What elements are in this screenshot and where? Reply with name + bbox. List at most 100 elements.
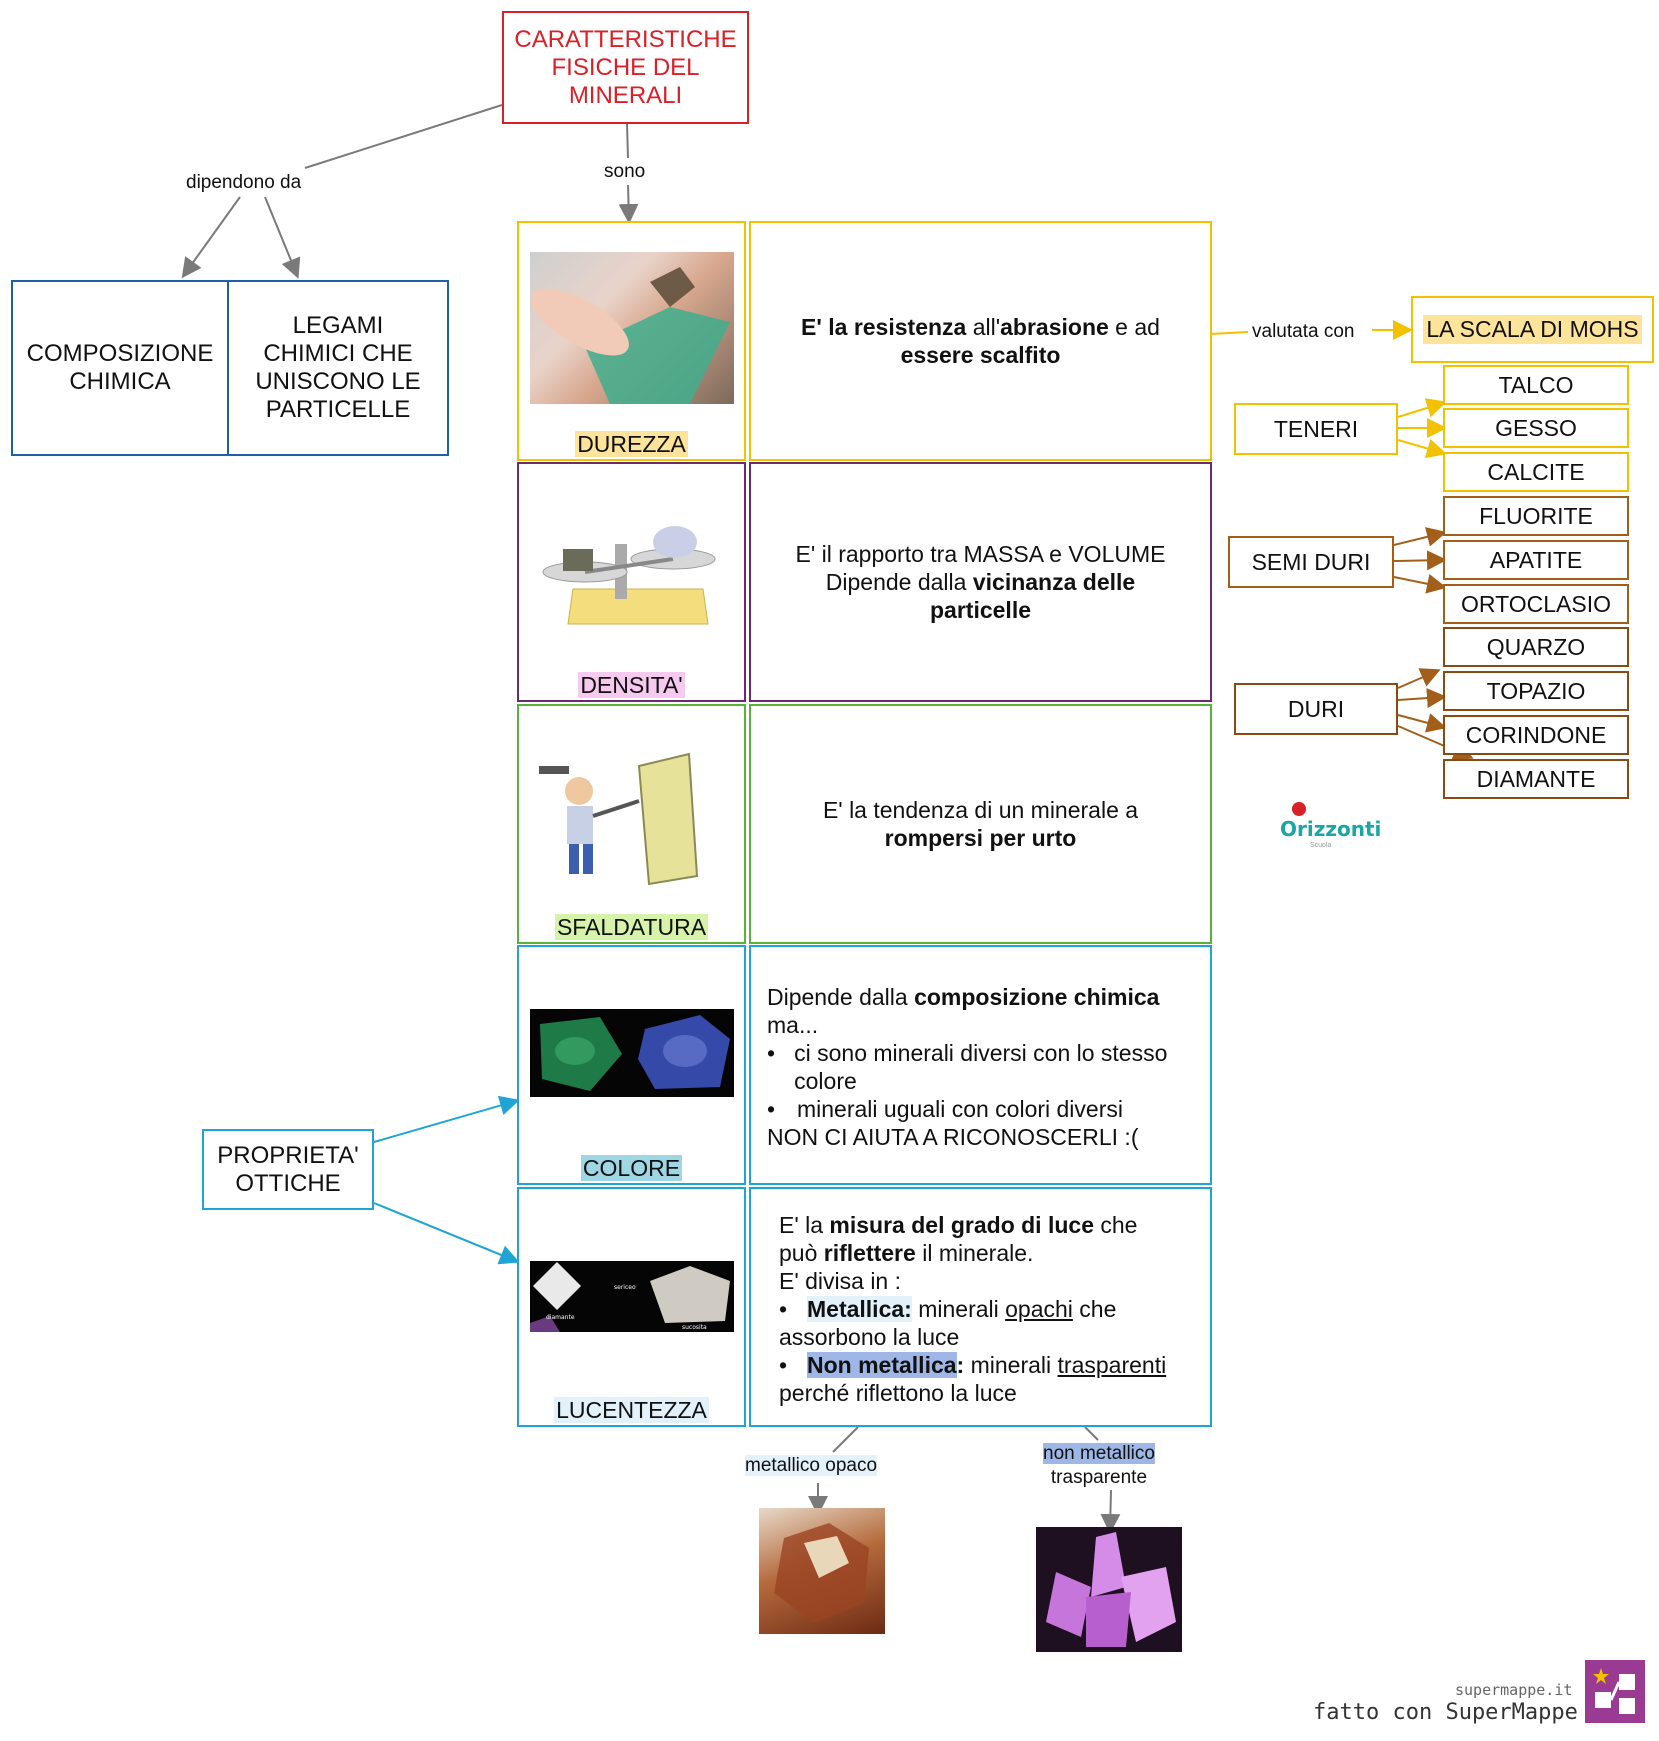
diamante-text: diamante	[546, 1314, 575, 1321]
logo-text: Orizzonti	[1280, 817, 1382, 841]
main-title-box: CARATTERISTICHE FISICHE DEL MINERALI	[502, 11, 749, 124]
luc-p1-end: che	[1094, 1212, 1138, 1238]
property-durezza-image-box: DUREZZA	[517, 221, 746, 461]
example-nonmetallic-text-b: trasparente	[1050, 1467, 1148, 1488]
colore-last-line: NON CI AIUTA A RICONOSCERLI :(	[767, 1124, 1139, 1150]
property-sfaldatura-image-box: SFALDATURA	[517, 704, 746, 944]
luc-b2-underlined: trasparenti	[1057, 1352, 1167, 1378]
title-to-props-link	[618, 123, 639, 224]
durezza-photo	[530, 252, 734, 404]
bullet-icon: •	[779, 1352, 788, 1378]
colore-line2: ma...	[767, 1012, 819, 1038]
supermappe-logo-icon	[1585, 1660, 1645, 1723]
luc-b1-mid: minerali	[911, 1296, 1006, 1322]
example-nonmetallic-text-a: non metallico	[1043, 1443, 1155, 1464]
property-lucentezza-image-box: diamante sericeo sucosita LUCENTEZZA	[517, 1187, 746, 1427]
title-to-left-link	[181, 104, 503, 279]
colore-desc-box: Dipende dalla composizione chimica ma...…	[749, 945, 1212, 1185]
lucentezza-bullet1: •Metallica: minerali opachi che assorbon…	[779, 1295, 1188, 1351]
mohs-item-label: DIAMANTE	[1476, 765, 1596, 792]
lucentezza-line1: E' la misura del grado di luce che	[779, 1211, 1188, 1239]
mohs-group-duri-label: DURI	[1287, 695, 1345, 722]
example-metallic-label: metallico opaco	[745, 1455, 878, 1477]
luc-b2-colon: :	[956, 1352, 965, 1378]
mohs-item-calcite: CALCITE	[1443, 452, 1629, 492]
colore-bullet2: • minerali uguali con colori diversi	[767, 1095, 1194, 1123]
composition-box: COMPOSIZIONE CHIMICA	[11, 280, 229, 456]
link-depends-on: dipendono da	[186, 172, 302, 193]
mohs-item-talco: TALCO	[1443, 365, 1629, 405]
sfaldatura-caption-wrap: SFALDATURA	[519, 914, 744, 940]
colore-caption: COLORE	[580, 1155, 683, 1181]
footer-site: supermappe.it	[1455, 1681, 1573, 1699]
teneri-arrows	[1397, 398, 1447, 459]
luc-p2-bold: riflettere	[823, 1240, 916, 1266]
luc-p1-bold: misura del grado di luce	[829, 1212, 1094, 1238]
malachite-lapis-art	[540, 1015, 730, 1091]
link-evaluated-with: valutata con	[1252, 321, 1355, 342]
durezza-caption-wrap: DUREZZA	[519, 431, 744, 457]
colore-line1: Dipende dalla composizione chimica	[767, 983, 1194, 1011]
bonds-label: LEGAMI CHIMICI CHE UNISCONO LE PARTICELL…	[255, 312, 421, 423]
mohs-item-fluorite: FLUORITE	[1443, 496, 1629, 536]
colore-bullet2-text: minerali uguali con colori diversi	[797, 1096, 1123, 1122]
lucentezza-desc-box: E' la misura del grado di luce che può r…	[749, 1187, 1212, 1427]
diamond-silky-minerals-art: diamante sericeo sucosita	[530, 1261, 730, 1332]
mohs-group-teneri: TENERI	[1234, 403, 1398, 455]
densita-caption-wrap: DENSITA'	[519, 672, 744, 698]
sfaldatura-image	[539, 746, 729, 886]
example-nonmetallic-label: non metallico trasparente	[1043, 1442, 1155, 1490]
lucentezza-line3: E' divisa in :	[779, 1268, 901, 1294]
mohs-item-label: TALCO	[1498, 371, 1574, 398]
main-title: CARATTERISTICHE FISICHE DEL MINERALI	[514, 25, 737, 109]
luc-p1: E' la	[779, 1212, 830, 1238]
sucosita-text: sucosita	[682, 1324, 707, 1331]
colore-caption-wrap: COLORE	[519, 1155, 744, 1181]
mohs-group-teneri-label: TENERI	[1273, 415, 1359, 442]
mohs-group-semiduri: SEMI DURI	[1228, 536, 1394, 588]
durezza-description: E' la resistenza all'abrasione e ad esse…	[801, 314, 1160, 368]
link-are: sono	[604, 161, 646, 182]
mohs-item-corindone: CORINDONE	[1443, 715, 1629, 755]
durezza-photo-art	[531, 267, 730, 404]
mohs-item-ortoclasio: ORTOCLASIO	[1443, 584, 1629, 624]
bullet-icon: •	[779, 1296, 788, 1322]
mohs-item-label: GESSO	[1495, 414, 1577, 441]
luc-p2-pre: può	[779, 1240, 824, 1266]
semiduri-arrows	[1393, 527, 1447, 594]
bonds-box: LEGAMI CHIMICI CHE UNISCONO LE PARTICELL…	[227, 280, 449, 456]
example-metallic-text: metallico opaco	[745, 1455, 878, 1476]
sfaldatura-caption: SFALDATURA	[554, 914, 709, 940]
composition-label: COMPOSIZIONE CHIMICA	[26, 340, 214, 395]
mohs-scale-title: LA SCALA DI MOHS	[1423, 315, 1642, 344]
mohs-scale-box: LA SCALA DI MOHS	[1411, 296, 1654, 363]
mohs-item-label: APATITE	[1489, 546, 1583, 573]
colore-bullet1: •ci sono minerali diversi con lo stesso …	[767, 1039, 1194, 1095]
mohs-item-label: CALCITE	[1487, 458, 1585, 485]
luc-b2-mid: minerali	[964, 1352, 1058, 1378]
garnet-art	[774, 1523, 869, 1623]
bullet-icon: •	[767, 1096, 776, 1122]
amethyst-art	[1046, 1532, 1176, 1647]
mohs-item-label: ORTOCLASIO	[1461, 590, 1611, 617]
densita-desc-box: E' il rapporto tra MASSA e VOLUME Dipend…	[749, 462, 1212, 702]
balance-scale-art	[542, 526, 716, 625]
supermappe-logo-art	[1593, 1668, 1635, 1714]
colore-line1-pre: Dipende dalla	[767, 984, 915, 1010]
luc-b2-bold: Non metallica	[807, 1352, 957, 1378]
mohs-group-semiduri-label: SEMI DURI	[1251, 548, 1371, 575]
densita-caption: DENSITA'	[578, 672, 685, 698]
durezza-desc-box: E' la resistenza all'abrasione e ad esse…	[749, 221, 1212, 461]
property-densita-image-box: DENSITA'	[517, 462, 746, 702]
sfaldatura-desc-box: E' la tendenza di un minerale a rompersi…	[749, 704, 1212, 944]
durezza-to-mohs-link	[1209, 320, 1413, 340]
optical-properties-box: PROPRIETA' OTTICHE	[202, 1129, 374, 1210]
mohs-item-quarzo: QUARZO	[1443, 627, 1629, 667]
luc-b1-underlined: opachi	[1005, 1296, 1073, 1322]
optical-properties-label: PROPRIETA' OTTICHE	[217, 1141, 359, 1197]
mohs-item-label: TOPAZIO	[1486, 677, 1586, 704]
lucentezza-caption: LUCENTEZZA	[554, 1397, 709, 1423]
logo-mark-icon	[1292, 802, 1306, 816]
footer-made-with: fatto con SuperMappe	[1313, 1700, 1578, 1725]
